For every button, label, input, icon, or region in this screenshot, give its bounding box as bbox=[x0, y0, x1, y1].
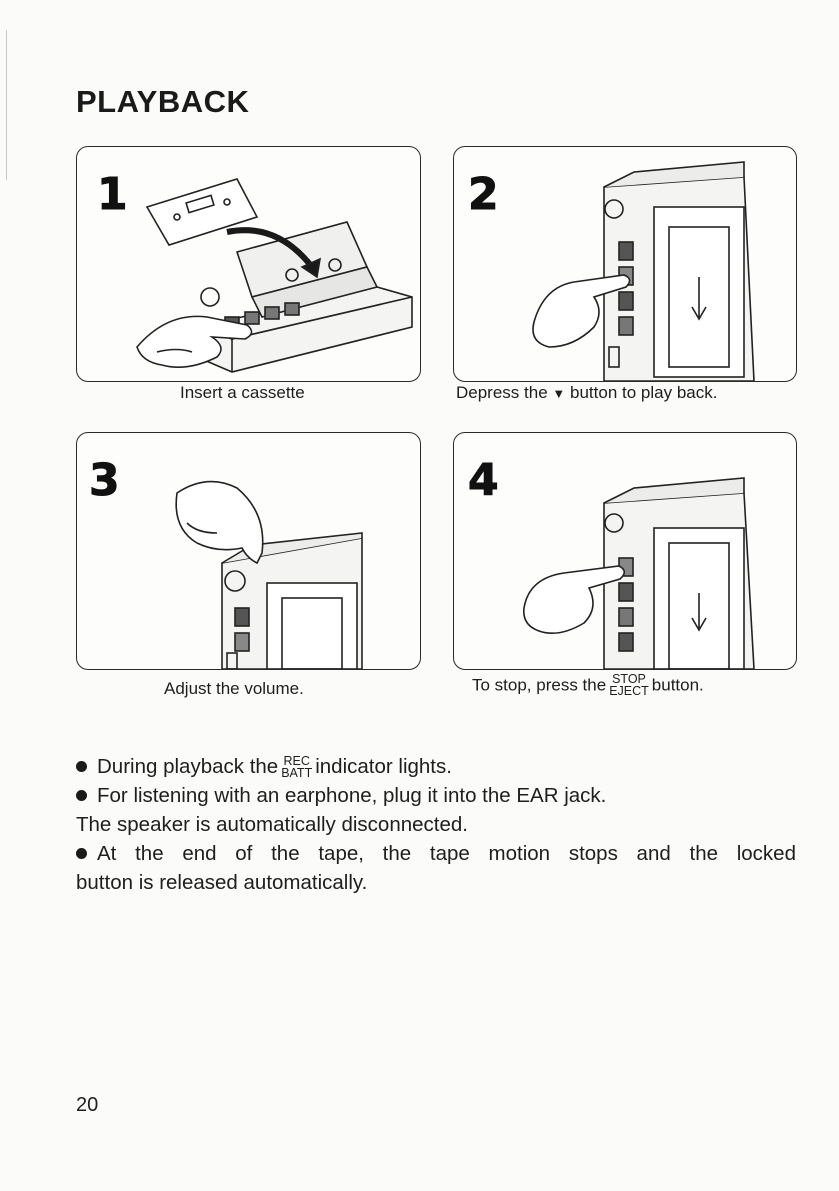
step-number: 2 bbox=[468, 169, 499, 220]
step-3-caption: Adjust the volume. bbox=[164, 679, 304, 698]
step-4-panel: 4 bbox=[453, 432, 797, 670]
step-number: 3 bbox=[89, 455, 120, 506]
step-1-illustration: 1 bbox=[97, 169, 413, 373]
step-number: 1 bbox=[97, 169, 128, 220]
bullet-icon bbox=[76, 848, 87, 859]
step-3-illustration: 3 bbox=[89, 455, 363, 669]
play-triangle-icon: ▼ bbox=[552, 386, 566, 401]
step-2-panel: 2 bbox=[453, 146, 797, 382]
step-4-illustration: 4 bbox=[468, 455, 755, 669]
step-1-caption: Insert a cassette bbox=[180, 383, 305, 402]
step-number: 4 bbox=[468, 455, 499, 506]
bullet-icon bbox=[76, 761, 87, 772]
page-margin-line bbox=[6, 30, 7, 180]
note-line: button is released automatically. bbox=[76, 871, 368, 894]
step-3-panel: 3 bbox=[76, 432, 421, 670]
note-line: The speaker is automatically disconnecte… bbox=[76, 813, 468, 836]
page-title: PLAYBACK bbox=[76, 84, 250, 119]
caption-text: button. bbox=[651, 675, 704, 695]
note-line: For listening with an earphone, plug it … bbox=[76, 781, 796, 810]
caption-text: button to play back. bbox=[570, 383, 718, 402]
caption-text: Depress the bbox=[456, 383, 548, 402]
bullet-icon bbox=[76, 790, 87, 801]
step-1-panel: 1 bbox=[76, 146, 421, 382]
caption-text: To stop, press the bbox=[472, 675, 607, 695]
step-2-illustration: 2 bbox=[468, 161, 755, 381]
note-line: At the end of the tape, the tape motion … bbox=[76, 839, 796, 868]
step-2-caption: Depress the ▼ button to play back. bbox=[456, 383, 717, 403]
page-number: 20 bbox=[76, 1094, 99, 1116]
